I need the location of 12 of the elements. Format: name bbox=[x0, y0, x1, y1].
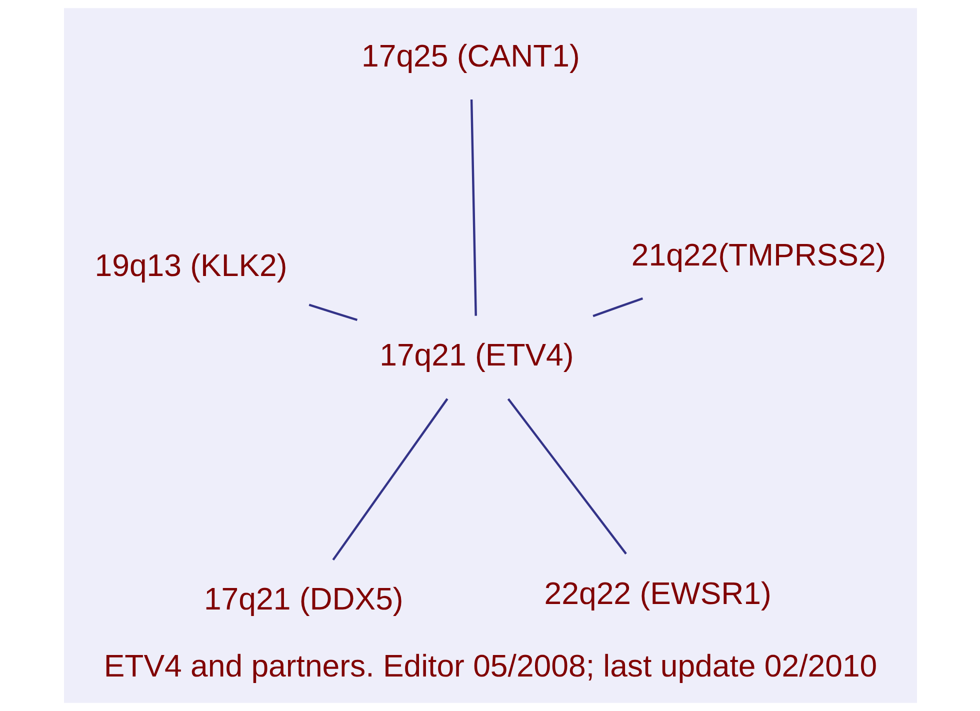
node-text: 19q13 (KLK2) bbox=[94, 248, 287, 284]
node-text: 17q25 (CANT1) bbox=[361, 38, 580, 74]
node-text: 17q21 (ETV4) bbox=[379, 338, 574, 373]
connector bbox=[470, 99, 476, 316]
node-text: 21q22(TMPRSS2) bbox=[630, 237, 886, 272]
connector bbox=[308, 304, 358, 322]
caption: ETV4 and partners. Editor 05/2008; last update 02/2010 bbox=[103, 648, 877, 684]
node-text: 17q21 (DDX5) bbox=[203, 582, 403, 617]
node-text: 22q22 (EWSR1) bbox=[544, 576, 771, 611]
connector bbox=[506, 398, 626, 554]
connector bbox=[592, 297, 643, 318]
connector bbox=[332, 398, 448, 561]
